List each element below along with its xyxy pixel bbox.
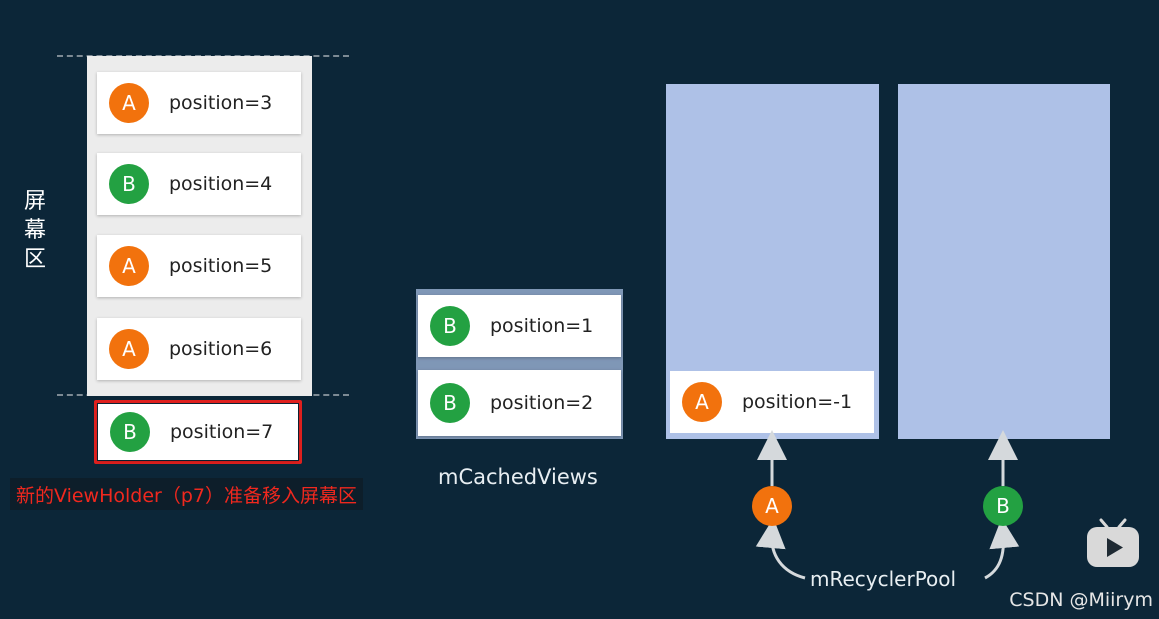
screen-area-label: 屏幕区 [23, 189, 46, 272]
recycler-pool-column-b [898, 84, 1110, 439]
bilibili-tv-icon [1087, 518, 1139, 567]
viewtype-a-circle: A [109, 246, 149, 286]
viewtype-b-circle: B [110, 412, 150, 452]
incoming-highlight-frame [94, 400, 302, 464]
viewtype-b-circle: B [109, 164, 149, 204]
position-label: position=4 [169, 173, 273, 195]
screen-card: A position=5 [97, 235, 301, 297]
viewtype-a-circle: A [109, 329, 149, 369]
position-label: position=-1 [742, 391, 853, 413]
position-label: position=3 [169, 92, 273, 114]
cached-views-label: mCachedViews [438, 465, 598, 489]
viewtype-b-circle: B [430, 383, 470, 423]
position-label: position=7 [170, 421, 274, 443]
viewtype-b-circle: B [430, 306, 470, 346]
watermark: CSDN @Miirym [1009, 589, 1153, 611]
screen-card: B position=4 [97, 153, 301, 215]
incoming-card: B position=7 [98, 404, 298, 460]
viewtype-a-circle: A [682, 382, 722, 422]
viewtype-a-circle: A [109, 83, 149, 123]
position-label: position=2 [490, 392, 594, 414]
pool-badge-a: A [752, 486, 792, 526]
pool-card: A position=-1 [670, 371, 874, 433]
position-label: position=5 [169, 255, 273, 277]
pool-badge-b: B [983, 486, 1023, 526]
recycler-pool-label: mRecyclerPool [810, 567, 957, 591]
incoming-caption: 新的ViewHolder（p7）准备移入屏幕区 [10, 478, 363, 510]
cached-card: B position=2 [418, 370, 621, 436]
position-label: position=6 [169, 338, 273, 360]
position-label: position=1 [490, 315, 594, 337]
screen-card: A position=3 [97, 72, 301, 134]
screen-card: A position=6 [97, 318, 301, 380]
cached-card: B position=1 [418, 295, 621, 357]
